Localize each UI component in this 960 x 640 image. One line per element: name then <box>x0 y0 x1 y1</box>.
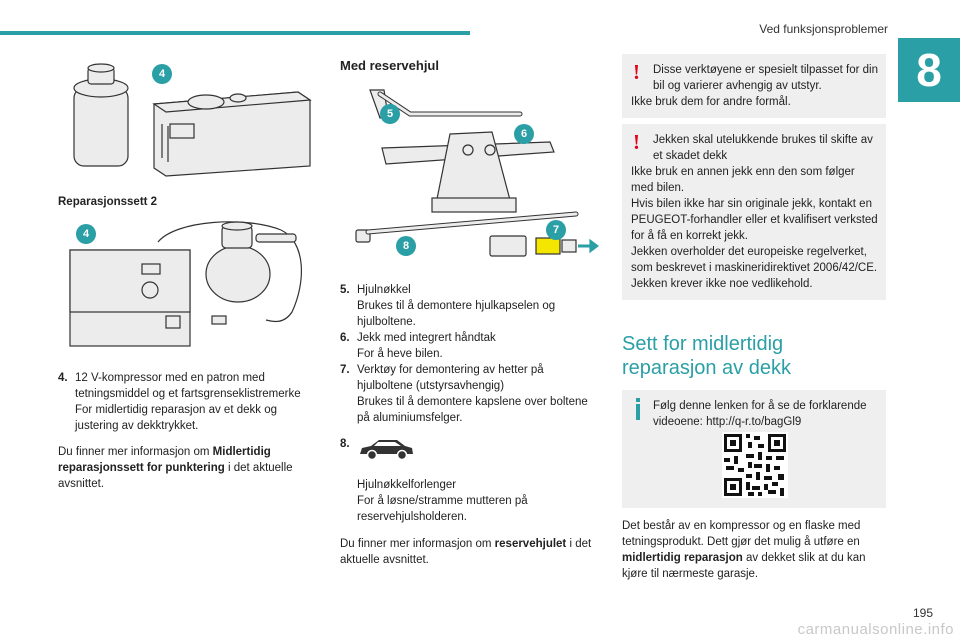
item-number: 7. <box>340 364 350 376</box>
kit-description-text: Det består av en kompressor og en flaske… <box>622 518 886 582</box>
item-description: Brukes til å demontere hjulkapselen og h… <box>357 300 556 328</box>
text-fragment: Det består av en kompressor og en flaske… <box>622 520 861 548</box>
warning-text: Hvis bilen ikke har sin originale jekk, … <box>631 198 878 242</box>
more-info-text: Du finner mer informasjon om reservehjul… <box>340 536 602 568</box>
warning-text: Jekken overholder det europeiske regelve… <box>631 246 878 274</box>
compressor-kit-illustration <box>73 63 312 177</box>
warning-text: Jekken skal utelukkende brukes til skift… <box>653 134 873 162</box>
figure-caption: Reparasjonssett 2 <box>58 196 158 208</box>
figure-callout-5: 5 <box>380 104 400 124</box>
section-title: Ved funksjonsproblemer <box>759 22 888 36</box>
warning-box-tools: ! Disse verktøyene er spesielt tilpasset… <box>622 54 886 118</box>
item-number: 6. <box>340 332 350 344</box>
qr-code-icon <box>722 432 788 498</box>
item-title: Hjulnøkkelforlenger <box>357 479 457 491</box>
warning-text: Ikke bruk en annen jekk enn den som følg… <box>631 166 855 194</box>
spare-wheel-tools-illustration <box>355 89 599 257</box>
item-number: 4. <box>58 372 68 384</box>
bold-reference: reservehjulet <box>494 538 567 550</box>
figure-callout-4: 4 <box>76 224 96 244</box>
figure-callout-7: 7 <box>546 220 566 240</box>
item-title: Verktøy for demontering av hetter på hju… <box>357 364 544 392</box>
repair-kit-2-illustration <box>69 221 302 347</box>
item-description: Brukes til å demontere kapslene over bol… <box>357 396 588 424</box>
item-description: For midlertidig reparasjon av et dekk og… <box>75 404 277 432</box>
item-title: 12 V-kompressor med en patron med tetnin… <box>75 372 301 400</box>
more-info-text: Du finner mer informasjon om Midlertidig… <box>58 444 320 492</box>
figure-callout-8: 8 <box>396 236 416 256</box>
section-heading: Sett for midlertidig reparasjon av dekk <box>622 333 791 379</box>
text-fragment: i det aktuelle avsnittet. <box>340 538 592 566</box>
list-item: 6. Jekk med integrert håndtak For å heve… <box>340 330 602 362</box>
text-fragment: av dekket slik at du kan kjøre til nærme… <box>622 552 866 580</box>
text-fragment: i det aktuelle avsnittet. <box>58 462 293 490</box>
warning-box-jack: ! Jekken skal utelukkende brukes til ski… <box>622 124 886 300</box>
item-title: Jekk med integrert håndtak <box>357 332 496 344</box>
list-item: 8. Hjulnøkkelforlenger For å løsne/stram… <box>340 436 602 525</box>
item-description: For å heve bilen. <box>357 348 443 360</box>
list-item: 7. Verktøy for demontering av hetter på … <box>340 362 602 426</box>
watermark: carmanualsonline.info <box>797 621 954 638</box>
warning-text: Jekken krever ikke noe vedlikehold. <box>631 278 813 290</box>
figure-callout-6: 6 <box>514 124 534 144</box>
car-silhouette-icon <box>357 436 602 467</box>
warning-text: Disse verktøyene er spesielt tilpasset f… <box>653 64 878 92</box>
bold-reference: midlertidig reparasjon <box>622 552 743 564</box>
list-item: 5. Hjulnøkkel Brukes til å demontere hju… <box>340 282 602 330</box>
warning-icon: ! <box>633 60 640 84</box>
info-box-video: Følg denne lenken for å se de forklarend… <box>622 390 886 508</box>
top-accent-bar <box>0 31 470 35</box>
warning-icon: ! <box>633 130 640 154</box>
repair-kit-2-figure: 4 <box>66 212 316 364</box>
item-number: 8. <box>340 438 350 450</box>
item-number: 5. <box>340 284 350 296</box>
info-icon <box>636 398 640 420</box>
bold-reference: Midlertidig reparasjonssett for punkteri… <box>58 446 271 474</box>
page-number: 195 <box>912 606 933 620</box>
subsection-heading: Med reservehjul <box>340 58 439 73</box>
item-title: Hjulnøkkel <box>357 284 411 296</box>
car-icon <box>360 440 413 461</box>
chapter-number-tab: 8 <box>898 38 960 102</box>
compressor-kit-figure: 4 <box>58 58 320 180</box>
tool-item-list: 5. Hjulnøkkel Brukes til å demontere hju… <box>340 282 602 525</box>
figure-callout-4: 4 <box>152 64 172 84</box>
list-item: 4. 12 V-kompressor med en patron med tet… <box>58 370 320 434</box>
text-fragment: Du finner mer informasjon om <box>58 446 213 458</box>
info-text: Følg denne lenken for å se de forklarend… <box>653 400 867 428</box>
qr-code-image[interactable] <box>722 432 788 498</box>
warning-text: Ikke bruk dem for andre formål. <box>631 96 791 108</box>
spare-wheel-tools-figure: 5 6 7 8 <box>340 80 602 270</box>
item-description: For å løsne/stramme mutteren på reserveh… <box>357 495 528 523</box>
text-fragment: Du finner mer informasjon om <box>340 538 495 550</box>
kit-item-list: 4. 12 V-kompressor med en patron med tet… <box>58 370 320 434</box>
